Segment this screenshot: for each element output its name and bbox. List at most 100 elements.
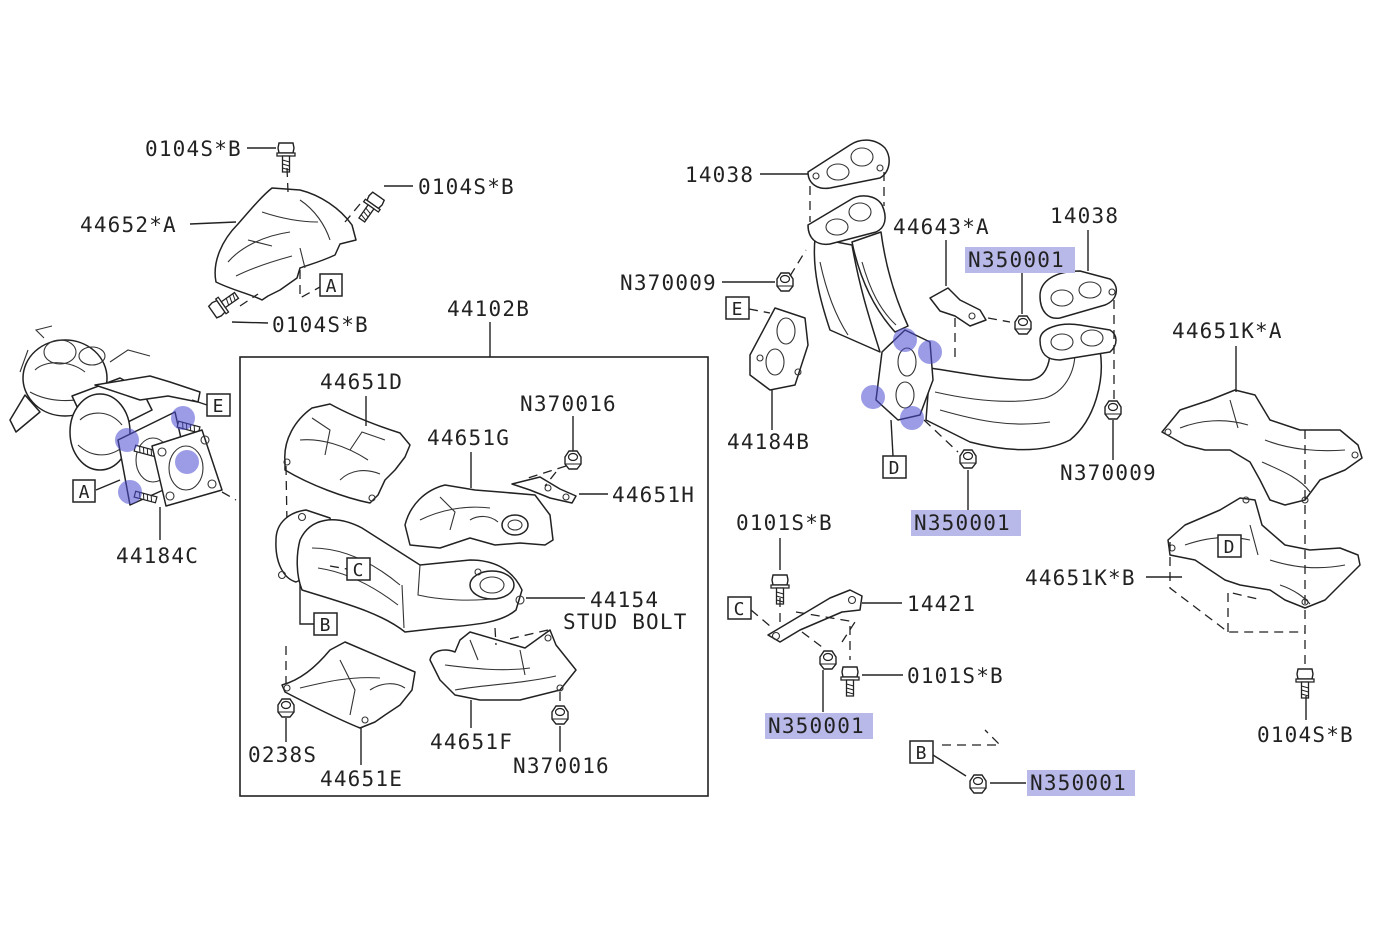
turbo-heat-shield-upper: [214, 187, 357, 301]
part-label: 14038: [685, 163, 754, 187]
reference-letter-d: D: [882, 455, 907, 479]
leader-line: [191, 399, 208, 406]
part-label: 44643*A: [893, 215, 990, 239]
nut-icon: [959, 449, 977, 469]
highlight-marker: [118, 480, 142, 504]
dashed-guide: [239, 293, 259, 307]
dashed-guide: [809, 172, 885, 222]
gasket-14038-upper: [807, 139, 890, 190]
reference-letter-b: B: [313, 612, 338, 636]
part-label: N370009: [1060, 461, 1157, 485]
highlighted-part-label: N350001: [968, 248, 1065, 272]
gasket-14038-lower: [1039, 270, 1117, 319]
bolt-icon: [353, 190, 387, 226]
reference-letter-text: D: [889, 458, 900, 479]
label-highlight: [965, 247, 1075, 273]
assembly-frame: [239, 356, 709, 797]
dashed-guide: [299, 270, 321, 300]
part-label: 0104S*B: [1257, 723, 1354, 747]
reference-letter-text: B: [320, 615, 331, 636]
part-label: 0104S*B: [272, 313, 369, 337]
dashed-guide: [923, 419, 959, 453]
reference-letter-d: D: [1217, 534, 1242, 558]
dashed-guide: [801, 631, 827, 651]
nut-icon: [1014, 315, 1032, 335]
label-highlight: [911, 510, 1021, 536]
reference-letter-text: D: [1224, 537, 1235, 558]
dashed-guide: [748, 308, 771, 314]
dashed-guide: [329, 565, 348, 570]
bolt-highlight-markers: [115, 406, 199, 504]
highlighted-part-label: N350001: [768, 714, 865, 738]
heat-shield-44651e: [281, 641, 416, 729]
dashed-guide: [221, 491, 237, 501]
part-label: 14038: [1050, 204, 1119, 228]
bracket-14421: [767, 589, 863, 643]
part-label: 0101S*B: [907, 664, 1004, 688]
part-label: 44651K*B: [1025, 566, 1136, 590]
reference-letter-text: B: [916, 743, 927, 764]
bolt-icon: [206, 287, 243, 321]
label-highlight: [1027, 770, 1135, 796]
nut-icon: [551, 705, 569, 725]
reference-letter-a: A: [319, 273, 343, 297]
highlight-marker: [171, 406, 195, 430]
dashed-guide: [789, 249, 807, 277]
part-label: 44651D: [320, 370, 403, 394]
highlight-marker: [861, 385, 885, 409]
reference-letter-text: A: [79, 482, 90, 503]
part-label: 44651H: [612, 483, 695, 507]
heat-shield-44651f: [429, 629, 577, 701]
reference-letter-text: C: [734, 599, 745, 620]
part-label: 44652*A: [80, 213, 177, 237]
y-pipe-44643a: [807, 195, 1117, 451]
part-label: N370016: [520, 392, 617, 416]
part-label: 44154: [590, 588, 659, 612]
bolt-icon: [840, 666, 860, 697]
part-label: 44184C: [116, 544, 199, 568]
heat-shield-44651kb: [1167, 496, 1361, 609]
leader-line: [189, 221, 237, 225]
flange-highlight-markers: [861, 328, 942, 430]
bracket-44651h: [511, 476, 577, 504]
highlight-marker: [115, 428, 139, 452]
y-pipe-bracket: [929, 287, 987, 327]
part-label: 44651F: [430, 730, 513, 754]
part-label: 44651E: [320, 767, 403, 791]
highlight-marker: [918, 340, 942, 364]
heat-shield-44651g: [404, 484, 554, 549]
leader-line: [932, 754, 967, 777]
part-label: 14421: [907, 592, 976, 616]
dashed-guide: [954, 317, 1011, 360]
leader-line: [299, 584, 314, 625]
reference-letter-e: E: [725, 296, 750, 320]
gasket-44184b: [749, 307, 809, 391]
highlighted-part-label: N350001: [914, 511, 1011, 535]
heat-shield-44651ka: [1161, 389, 1363, 506]
leader-line: [890, 419, 894, 457]
dashed-guide: [494, 627, 549, 646]
reference-letter-c: C: [727, 596, 752, 620]
reference-letter-text: E: [732, 299, 743, 320]
turbocharger-drawing: [9, 325, 201, 506]
part-label: 44651G: [427, 426, 510, 450]
dashed-guide: [527, 465, 567, 487]
dashed-guide: [942, 729, 1002, 746]
catalytic-pipe-44102b: [275, 509, 525, 633]
nut-icon: [277, 698, 295, 718]
reference-letter-e: E: [206, 393, 231, 417]
reference-letter-text: C: [353, 560, 364, 581]
reference-letter-a: A: [72, 479, 96, 503]
part-label: 44184B: [727, 430, 810, 454]
nut-icon: [564, 450, 582, 470]
reference-letter-b: B: [909, 740, 934, 764]
dashed-guide: [1169, 430, 1306, 664]
part-label: 0104S*B: [145, 137, 242, 161]
part-label: 44651K*A: [1172, 319, 1283, 343]
bolt-icon: [276, 142, 296, 173]
highlight-marker: [893, 328, 917, 352]
dashed-guide: [285, 465, 288, 526]
highlight-marker: [900, 406, 924, 430]
dashed-guide: [344, 203, 361, 223]
reference-letter-c: C: [346, 557, 371, 581]
